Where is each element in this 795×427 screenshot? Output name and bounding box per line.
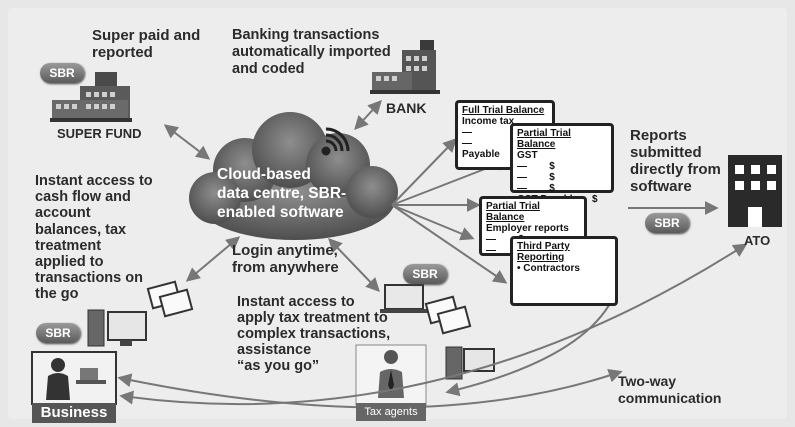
doc-title: Partial Trial Balance: [517, 128, 571, 150]
desktop-icon: [445, 346, 495, 380]
cloud-icon: [189, 112, 398, 240]
business-label: Business: [32, 403, 116, 423]
ato-label: ATO: [744, 233, 771, 248]
login-anytime-text: Login anytime, from anywhere: [232, 242, 339, 276]
two-way-communication-text: Two-way communication: [618, 373, 722, 406]
doc-title: Third Party Reporting: [517, 241, 570, 263]
computer-icon: [87, 309, 147, 347]
business-person-icon: [31, 351, 117, 405]
doc-line: Income tax: [462, 116, 515, 127]
instant-access-cash-flow-text: Instant access to cash flow and account …: [35, 173, 153, 303]
bank-label: BANK: [386, 100, 427, 116]
sbr-badge: SBR: [645, 213, 689, 233]
super-fund-label: SUPER FUND: [57, 126, 142, 141]
super-paid-text: Super paid and reported: [92, 27, 201, 61]
doc-line: —: [462, 138, 472, 149]
reports-submitted-text: Reports submitted directly from software: [630, 127, 721, 195]
doc-line: — $: [517, 161, 555, 172]
doc-line: Employer reports: [486, 223, 569, 234]
ato-building-icon: [728, 155, 782, 227]
third-party-reporting-doc: Third Party Reporting • Contractors: [510, 236, 618, 306]
tablet-icon-2: [424, 295, 472, 335]
wifi-icon: [321, 127, 350, 156]
partial-trial-balance-gst-doc: Partial Trial Balance GST — $ — $ — $ GS…: [510, 123, 614, 205]
doc-line: —: [486, 245, 496, 256]
sbr-badge: SBR: [36, 323, 80, 343]
doc-line: Payable: [462, 149, 500, 160]
cloud-text: Cloud-based data centre, SBR- enabled so…: [217, 166, 347, 221]
doc-line: — $: [517, 172, 555, 183]
super-fund-building-icon: [50, 72, 132, 122]
sbr-badge: SBR: [403, 264, 447, 284]
doc-line: — $: [517, 183, 555, 194]
doc-line: GST: [517, 150, 538, 161]
banking-transactions-text: Banking transactions automatically impor…: [232, 27, 391, 77]
connector-arrows: [117, 99, 748, 409]
doc-title: Full Trial Balance: [462, 105, 545, 116]
tax-agents-label: Tax agents: [356, 403, 426, 421]
doc-line: —: [462, 127, 472, 138]
tablet-icon: [146, 280, 194, 318]
doc-line: • Contractors: [517, 263, 580, 274]
doc-title: Partial Trial Balance: [486, 201, 540, 223]
bank-building-icon: [370, 40, 440, 94]
instant-access-tax-text: Instant access to apply tax treatment to…: [237, 294, 391, 374]
sbr-badge: SBR: [40, 63, 84, 83]
